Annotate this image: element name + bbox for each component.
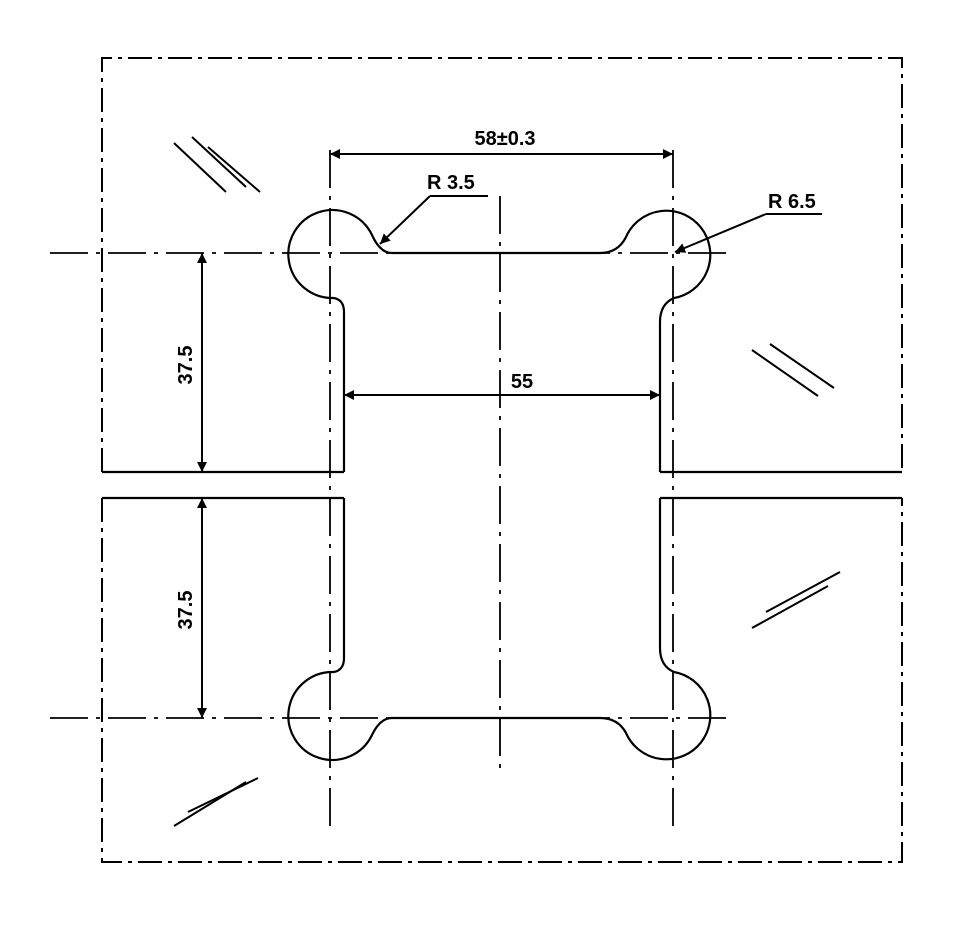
radius-large-label: R 6.5 [768,191,816,213]
glass-hatch-marks [173,136,841,827]
center-lines [50,150,730,826]
radius-callout-small: R 3.5 [379,172,488,245]
dimension-inner-width: 55 [344,371,660,400]
dimension-top-width-label: 58±0.3 [474,128,535,150]
hinge-cutout-outline [102,208,902,762]
dimension-top-width: 58±0.3 [330,128,673,159]
dimension-inner-width-label: 55 [511,371,533,393]
dimension-upper-height: 37.5 [175,253,207,472]
dimension-lower-height: 37.5 [175,498,207,718]
radius-small-label: R 3.5 [427,172,475,194]
dimension-upper-height-label: 37.5 [175,346,197,385]
lower-panel-boundary [101,498,903,863]
dimension-lower-height-label: 37.5 [175,591,197,630]
upper-panel-boundary [101,57,903,472]
radius-callout-large: R 6.5 [674,191,822,253]
